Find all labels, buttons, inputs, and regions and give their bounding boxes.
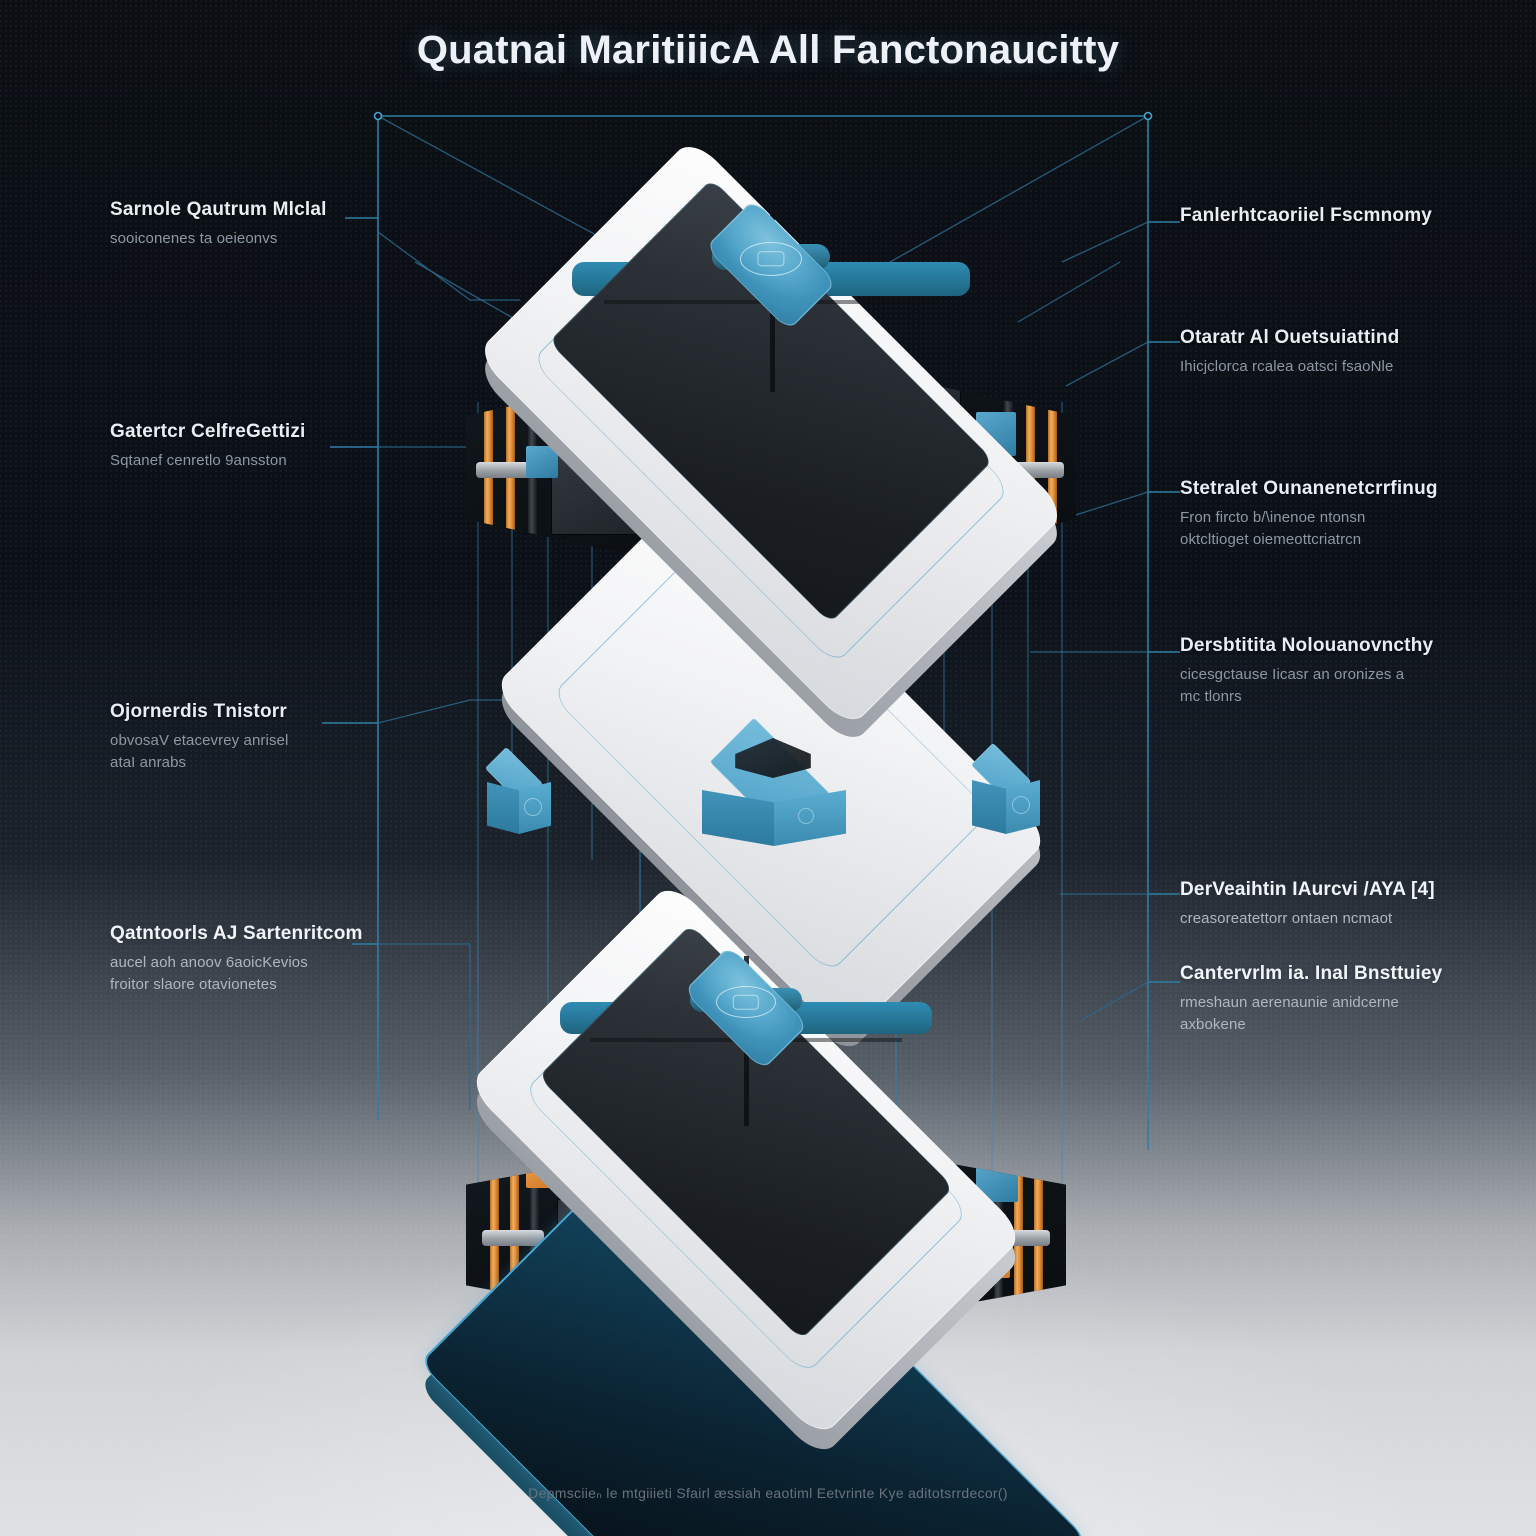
callout-subtitle: aucel aoh anoov 6aoicKevios froitor slao… (110, 953, 308, 994)
page-title: Quatnai MaritiiicA All Fanctonaucitty (416, 28, 1120, 72)
callout-title: Gatertcr CelfreGettizi (110, 421, 306, 442)
shield-emblem-icon (740, 242, 802, 276)
callout-subtitle: cicesgctause Iicasr an oronizes a mc tlo… (1180, 665, 1405, 706)
callout-title: Otaratr Al Ouetsuiattind (1180, 327, 1400, 348)
callout-quantum-ai-orchestration[interactable]: Otaratr Al Ouetsuiattind Ihicjclorca rca… (1180, 326, 1536, 378)
qubit-node-left[interactable] (482, 746, 556, 838)
callout-quantum-ai-substrate[interactable]: Qatntoorls AJ Sartenritcom aucel aoh ano… (110, 922, 470, 997)
lower-module-cap[interactable] (346, 880, 1186, 1200)
lower-quantum-module[interactable] (346, 880, 1186, 1536)
callout-subtitle: obvosaV etacevrey anrisel ataI anrabs (110, 731, 289, 772)
callout-control-interface-bus[interactable]: Cantervrlm ia. Inal Bnsttuiey rmeshaun a… (1180, 962, 1536, 1037)
cable-clamp (476, 462, 542, 478)
callout-subtitle: sooiconenes ta oeieonvs (110, 229, 278, 247)
target-emblem-icon (716, 986, 776, 1018)
callout-subtitle: Fron fircto b/\inenoe ntonsn oktcltioget… (1180, 508, 1366, 549)
callout-title: Stetralet Ounanenetcrrfinug (1180, 478, 1438, 499)
callout-component-transistor[interactable]: Ojornerdis Tnistorr obvosaV etacevrey an… (110, 700, 470, 775)
callout-title: Qatntoorls AJ Sartenritcom (110, 923, 363, 944)
callout-stellar-interconnect[interactable]: Stetralet Ounanenetcrrfinug Fron fircto … (1180, 477, 1536, 552)
callout-title: Cantervrlm ia. Inal Bnsttuiey (1180, 963, 1443, 984)
callout-decoherence-array[interactable]: DerVeaihtin IAurcvi /AYA [4] creasoreate… (1180, 878, 1536, 930)
callout-title: Ojornerdis Tnistorr (110, 701, 287, 722)
callout-subtitle: creasoreatettorr ontaen ncmaot (1180, 909, 1393, 927)
callout-title: Fanlerhtcaoriiel Fscmnomy (1180, 205, 1433, 226)
upper-quantum-module[interactable] (406, 136, 1136, 1057)
cable-clamp (482, 1230, 544, 1246)
callout-title: Sarnole Qautrum Mlclal (110, 199, 327, 220)
figure-caption: Depmsciieₙ le mtgiiieti Sfairl æssiah ea… (528, 1485, 1008, 1501)
qubit-node-right[interactable] (966, 742, 1044, 838)
callout-subtitle: rmeshaun aerenaunie anidcerne axbokene (1180, 993, 1399, 1034)
upper-module-cap[interactable] (406, 150, 1136, 450)
callout-subtitle: Ihicjclorca rcalea oatsci fsaoNle (1180, 357, 1394, 375)
callout-subtitle: Sqtanef cenretlo 9ansston (110, 451, 287, 469)
callout-title: Dersbtitita Nolouanovncthy (1180, 635, 1434, 656)
callout-fault-tolerant-economy[interactable]: Fanlerhtcaoriiel Fscmnomy (1180, 204, 1536, 234)
callout-sample-quantum-module[interactable]: Sarnole Qautrum Mlclal sooiconenes ta oe… (110, 198, 470, 250)
callout-gate-calibration[interactable]: Gatertcr CelfreGettizi Sqtanef cenretlo … (110, 420, 470, 472)
qubit-node-center[interactable] (690, 717, 856, 850)
callout-distributed-connectivity[interactable]: Dersbtitita Nolouanovncthy cicesgctause … (1180, 634, 1536, 709)
callout-title: DerVeaihtin IAurcvi /AYA [4] (1180, 879, 1435, 900)
